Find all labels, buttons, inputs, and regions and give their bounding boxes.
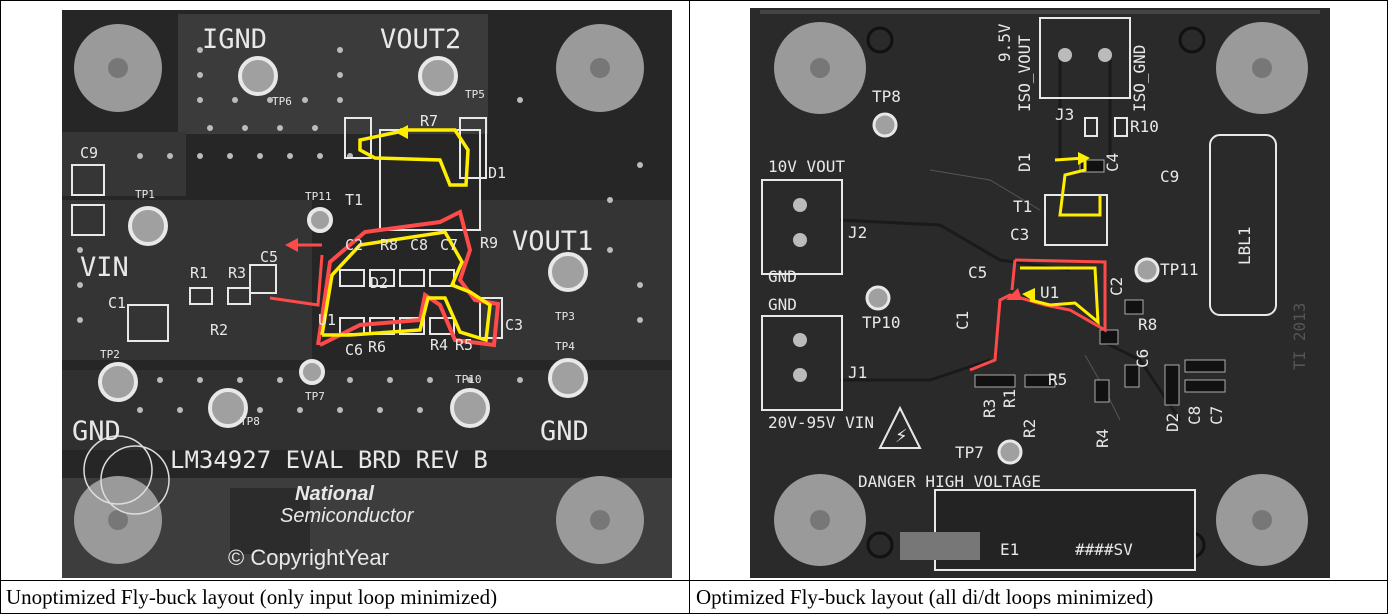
right-label-gnd1: GND	[768, 267, 797, 286]
left-caption: Unoptimized Fly-buck layout (only input …	[6, 585, 498, 609]
right-label-tp10: TP10	[862, 313, 901, 332]
left-label-r4: R4	[430, 336, 448, 354]
right-label-d2: D2	[1163, 413, 1182, 432]
left-label-vout2: VOUT2	[380, 24, 461, 55]
left-label-gnd-left: GND	[72, 416, 121, 447]
left-label-d1: D1	[488, 164, 506, 182]
left-label-u1: U1	[318, 311, 336, 329]
right-label-j1: J1	[848, 363, 867, 382]
left-label-c8: C8	[410, 236, 428, 254]
right-label-r3: R3	[980, 399, 999, 418]
left-label-vin: VIN	[80, 252, 129, 283]
right-label-iso-gnd: ISO_GND	[1130, 45, 1149, 112]
right-label-c5: C5	[968, 263, 987, 282]
left-label-brand-1: National	[295, 483, 374, 505]
left-label-tp4: TP4	[555, 340, 575, 353]
right-label-e1: E1	[1000, 540, 1019, 559]
right-label-10v-vout: 10V VOUT	[768, 157, 845, 176]
right-label-c9: C9	[1160, 167, 1179, 186]
left-label-r7: R7	[420, 112, 438, 130]
left-label-tp2: TP2	[100, 348, 120, 361]
right-label-r2: R2	[1020, 419, 1039, 438]
right-label-lbl1: LBL1	[1235, 226, 1254, 265]
left-label-tp1: TP1	[135, 188, 155, 201]
right-label-u1: U1	[1040, 283, 1059, 302]
right-label-danger: DANGER HIGH VOLTAGE	[858, 472, 1041, 491]
left-label-tp10: TP10	[455, 373, 482, 386]
left-label-c5: C5	[260, 248, 278, 266]
left-label-c2: C2	[345, 236, 363, 254]
left-label-board: LM34927 EVAL BRD REV B	[170, 446, 488, 474]
right-label-d1: D1	[1015, 153, 1034, 172]
right-label-c6: C6	[1133, 349, 1152, 368]
left-label-tp3: TP3	[555, 310, 575, 323]
left-label-c7: C7	[440, 236, 458, 254]
left-label-c9: C9	[80, 144, 98, 162]
left-label-gnd-right: GND	[540, 416, 589, 447]
right-label-year: TI 2013	[1290, 303, 1309, 370]
left-label-r8: R8	[380, 236, 398, 254]
right-label-t1: T1	[1013, 197, 1032, 216]
left-label-tp5: TP5	[465, 88, 485, 101]
left-label-r5: R5	[455, 336, 473, 354]
left-label-copyright: © CopyrightYear	[228, 545, 389, 570]
right-caption: Optimized Fly-buck layout (all di/dt loo…	[696, 585, 1154, 609]
right-label-r4: R4	[1093, 429, 1112, 448]
right-label-r8: R8	[1138, 315, 1157, 334]
left-label-c1: C1	[108, 294, 126, 312]
right-label-9v5: 9.5V	[995, 23, 1014, 62]
right-label-sn: ####SV	[1075, 540, 1133, 559]
right-label-c7: C7	[1207, 406, 1226, 425]
left-label-r2: R2	[210, 321, 228, 339]
right-label-iso-vout: ISO_VOUT	[1015, 35, 1034, 112]
left-label-tp6: TP6	[272, 95, 292, 108]
right-label-tp11: TP11	[1160, 260, 1199, 279]
left-label-c6: C6	[345, 341, 363, 359]
right-label-r10: R10	[1130, 117, 1159, 136]
right-label-c4: C4	[1103, 153, 1122, 172]
right-label-tp7: TP7	[955, 443, 984, 462]
right-label-c2: C2	[1107, 277, 1126, 296]
caption-row-divider	[0, 580, 1388, 581]
left-label-r9: R9	[480, 234, 498, 252]
left-label-r3: R3	[228, 264, 246, 282]
left-label-r6: R6	[368, 338, 386, 356]
right-label-gnd2: GND	[768, 295, 797, 314]
left-label-tp8: TP8	[240, 415, 260, 428]
left-label-tp11: TP11	[305, 190, 332, 203]
right-label-tp8: TP8	[872, 87, 901, 106]
left-label-tp7: TP7	[305, 390, 325, 403]
left-label-d2: D2	[370, 274, 388, 292]
right-label-j3: J3	[1055, 105, 1074, 124]
right-label-r1: R1	[1000, 389, 1019, 408]
left-label-ignd: IGND	[202, 24, 267, 55]
left-label-vout1: VOUT1	[512, 226, 593, 257]
right-label-vin: 20V-95V VIN	[768, 413, 874, 432]
warning-bolt-icon: ⚡	[895, 426, 908, 447]
right-label-c1: C1	[953, 311, 972, 330]
left-label-brand-2: Semiconductor	[280, 505, 415, 527]
right-label-r5: R5	[1048, 370, 1067, 389]
right-label-c8: C8	[1185, 406, 1204, 425]
right-label-c3: C3	[1010, 225, 1029, 244]
left-label-c3: C3	[505, 316, 523, 334]
right-label-j2: J2	[848, 223, 867, 242]
left-label-r1: R1	[190, 264, 208, 282]
left-label-t1: T1	[345, 191, 363, 209]
